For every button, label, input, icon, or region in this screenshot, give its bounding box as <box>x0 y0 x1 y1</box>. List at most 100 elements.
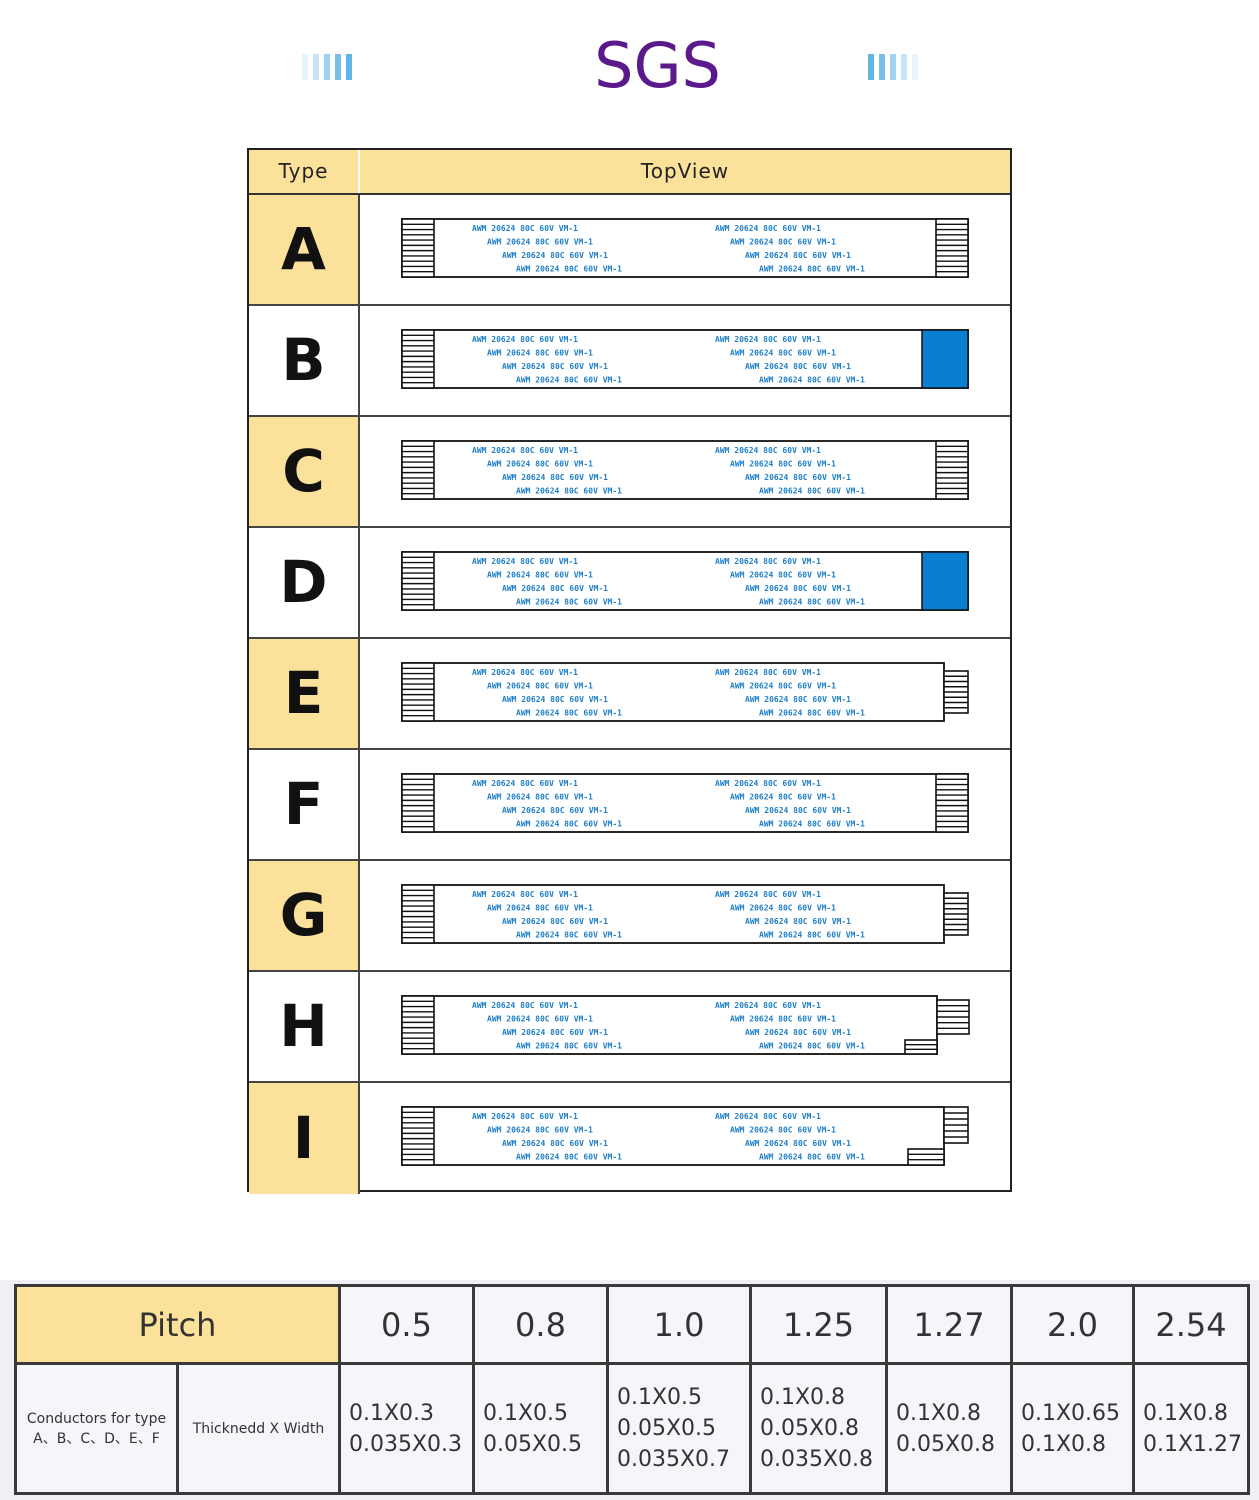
header-topview: TopView <box>640 159 730 183</box>
header-type: Type <box>249 150 360 193</box>
cable-print-text: AWM 20624 80C 60V VM-1 <box>730 571 836 580</box>
conductors-label-line1: Conductors for type <box>26 1410 167 1427</box>
cable-print-text: AWM 20624 80C 60V VM-1 <box>502 584 608 593</box>
type-letter: F <box>249 750 360 859</box>
dimension-value: 0.1X0.5 <box>483 1400 569 1426</box>
cable-print-text: AWM 20624 80C 60V VM-1 <box>715 446 821 455</box>
cable-body <box>401 662 945 722</box>
type-letter: E <box>249 639 360 748</box>
cable-print-text: AWM 20624 80C 60V VM-1 <box>502 1139 608 1148</box>
stiffener-blue <box>921 329 969 389</box>
cable-print-text: AWM 20624 80C 60V VM-1 <box>715 224 821 233</box>
cable-print-text: AWM 20624 80C 60V VM-1 <box>472 890 578 899</box>
decorative-bar <box>313 54 319 80</box>
cable-print-text: AWM 20624 80C 60V VM-1 <box>502 917 608 926</box>
cable-print-text: AWM 20624 80C 60V VM-1 <box>516 487 622 496</box>
connector-contacts <box>401 551 435 611</box>
cable-print-text: AWM 20624 80C 60V VM-1 <box>715 890 821 899</box>
connector-contacts <box>401 995 435 1055</box>
cable-print-text: AWM 20624 80C 60V VM-1 <box>715 557 821 566</box>
dimension-value: 0.035X0.8 <box>760 1447 874 1472</box>
cable-print-text: AWM 20624 80C 60V VM-1 <box>502 362 608 371</box>
cable-print-text: AWM 20624 80C 60V VM-1 <box>516 1153 622 1162</box>
thickness-width-label: Thicknedd X Width <box>176 1362 341 1495</box>
cable-print-text: AWM 20624 80C 60V VM-1 <box>472 779 578 788</box>
decorative-bar <box>346 54 352 80</box>
cable-print-text: AWM 20624 80C 60V VM-1 <box>730 460 836 469</box>
connector-contacts <box>907 1148 945 1166</box>
cable-print-text: AWM 20624 80C 60V VM-1 <box>502 695 608 704</box>
cable-print-text: AWM 20624 80C 60V VM-1 <box>715 668 821 677</box>
pitch-value: 2.54 <box>1132 1284 1250 1365</box>
cable-print-text: AWM 20624 80C 60V VM-1 <box>472 668 578 677</box>
dimension-value: 0.1X0.8 <box>760 1385 846 1410</box>
connector-contacts <box>401 1106 435 1166</box>
decorative-bar <box>335 54 341 80</box>
cable-print-text: AWM 20624 80C 60V VM-1 <box>516 265 622 274</box>
type-letter: G <box>249 861 360 970</box>
decorative-bar <box>868 54 874 80</box>
connector-contacts <box>935 773 969 833</box>
cable-print-text: AWM 20624 80C 60V VM-1 <box>715 779 821 788</box>
dimension-value: 0.05X0.5 <box>483 1431 583 1457</box>
decorative-bars-right <box>868 54 918 80</box>
cable-print-text: AWM 20624 80C 60V VM-1 <box>487 349 593 358</box>
cable-print-text: AWM 20624 80C 60V VM-1 <box>745 1139 851 1148</box>
type-letter: C <box>249 417 360 526</box>
cable-print-text: AWM 20624 80C 60V VM-1 <box>487 238 593 247</box>
connector-contacts <box>401 440 435 500</box>
cable-print-text: AWM 20624 80C 60V VM-1 <box>472 1001 578 1010</box>
cable-print-text: AWM 20624 80C 60V VM-1 <box>745 806 851 815</box>
conductors-label: Conductors for type A、B、C、D、E、F <box>14 1362 179 1495</box>
cable-print-text: AWM 20624 80C 60V VM-1 <box>759 709 865 718</box>
pitch-value: 1.0 <box>606 1284 752 1365</box>
decorative-bar <box>901 54 907 80</box>
decorative-bar <box>302 54 308 80</box>
cable-print-text: AWM 20624 80C 60V VM-1 <box>516 820 622 829</box>
cable-body <box>401 773 969 833</box>
type-table-header: Type TopView <box>249 150 1010 195</box>
conductors-label-line2: A、B、C、D、E、F <box>33 1430 160 1447</box>
cable-print-text: AWM 20624 80C 60V VM-1 <box>487 1126 593 1135</box>
connector-contacts <box>935 218 969 278</box>
cable-print-text: AWM 20624 80C 60V VM-1 <box>516 598 622 607</box>
cable-print-text: AWM 20624 80C 60V VM-1 <box>730 1015 836 1024</box>
dimension-value: 0.05X0.8 <box>760 1416 860 1441</box>
cable-body <box>401 218 969 278</box>
cable-print-text: AWM 20624 80C 60V VM-1 <box>745 1028 851 1037</box>
dimension-value: 0.035X0.7 <box>617 1447 731 1472</box>
cable-print-text: AWM 20624 80C 60V VM-1 <box>516 376 622 385</box>
cable-print-text: AWM 20624 80C 60V VM-1 <box>516 709 622 718</box>
pitch-value: 2.0 <box>1010 1284 1135 1365</box>
cable-print-text: AWM 20624 80C 60V VM-1 <box>487 682 593 691</box>
cable-print-text: AWM 20624 80C 60V VM-1 <box>472 557 578 566</box>
dimension-value: 0.05X0.5 <box>617 1416 717 1441</box>
cable-print-text: AWM 20624 80C 60V VM-1 <box>730 349 836 358</box>
connector-contacts <box>401 884 435 944</box>
cable-print-text: AWM 20624 80C 60V VM-1 <box>472 1112 578 1121</box>
cable-print-text: AWM 20624 80C 60V VM-1 <box>730 238 836 247</box>
cable-print-text: AWM 20624 80C 60V VM-1 <box>759 265 865 274</box>
connector-contacts <box>401 329 435 389</box>
cable-body <box>401 551 969 611</box>
cable-print-text: AWM 20624 80C 60V VM-1 <box>759 487 865 496</box>
cable-print-text: AWM 20624 80C 60V VM-1 <box>472 224 578 233</box>
connector-contacts <box>401 773 435 833</box>
dimension-cell: 0.1X0.5 0.05X0.5 <box>472 1362 609 1495</box>
dimension-value: 0.05X0.8 <box>896 1431 996 1457</box>
